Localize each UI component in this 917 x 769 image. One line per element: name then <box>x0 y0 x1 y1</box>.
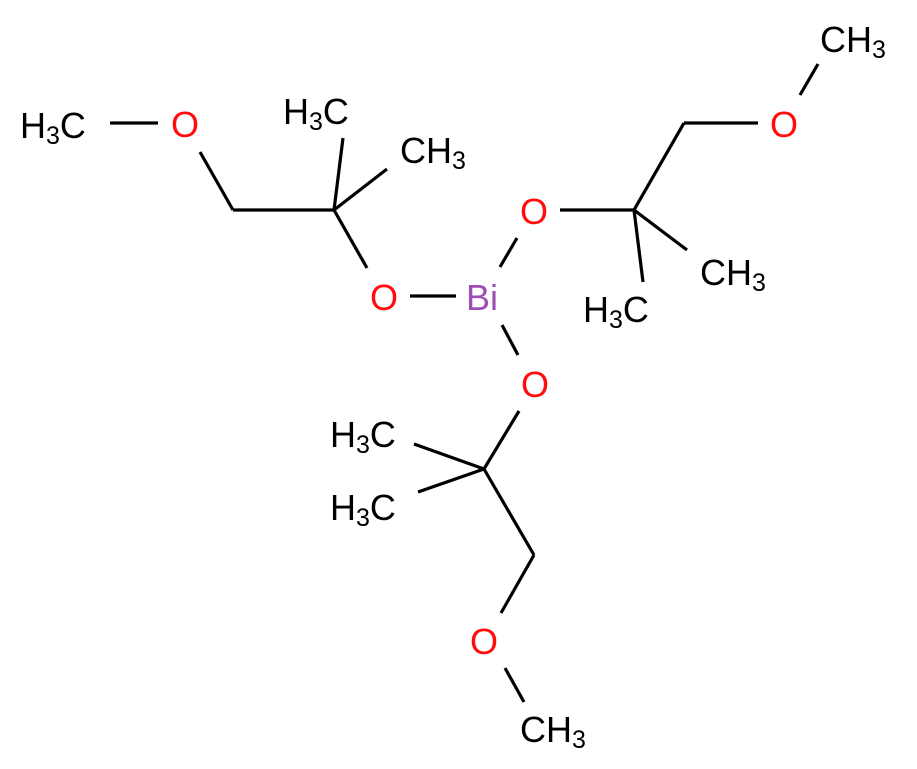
bond-top-c-me2 <box>632 209 645 283</box>
atom-top-methyl-2: H3C <box>583 289 649 334</box>
bond-bottom-c-me2 <box>417 467 485 494</box>
bond-left-c-o <box>332 209 369 269</box>
bond-bottom-o-c <box>482 410 521 470</box>
bond-top-c-me1 <box>633 208 688 252</box>
atom-bottom-methyl-1: H3C <box>330 414 396 459</box>
bond-left-c-me1 <box>332 137 345 211</box>
atom-top-ether-o: O <box>770 104 798 145</box>
bonds <box>110 63 820 703</box>
bond-bottom-ch2-o <box>499 554 536 614</box>
atom-bottom-methoxy-ch3: CH3 <box>520 709 586 754</box>
atom-left-alkoxide-o: O <box>370 277 398 318</box>
atom-bottom-methyl-2: H3C <box>330 487 396 532</box>
atom-top-methoxy-ch3: CH3 <box>820 19 886 64</box>
atom-left-methyl-2: CH3 <box>400 130 466 175</box>
atom-bottom-alkoxide-o: O <box>521 364 549 405</box>
atom-top-alkoxide-o: O <box>520 191 548 232</box>
bond-left-c-me2 <box>333 167 388 212</box>
atom-top-methyl-1: CH3 <box>700 252 766 297</box>
atom-bismuth: Bi <box>466 277 498 318</box>
atom-left-methoxy-ch3: H3C <box>20 105 86 150</box>
bond-top-o-ch3 <box>798 63 820 96</box>
bond-bottom-c-ch2 <box>482 468 536 556</box>
bond-top-c-ch2 <box>632 122 686 211</box>
bond-bottom-c-me1 <box>413 442 485 471</box>
bond-bi-o-bottom <box>500 324 520 356</box>
bond-bi-o-top <box>498 237 519 268</box>
bond-bottom-o-ch3 <box>503 667 526 703</box>
atom-left-ether-o: O <box>171 104 199 145</box>
atom-left-methyl-1: H3C <box>283 91 349 136</box>
bond-left-o-ch2 <box>198 151 235 211</box>
atom-bottom-ether-o: O <box>470 621 498 662</box>
